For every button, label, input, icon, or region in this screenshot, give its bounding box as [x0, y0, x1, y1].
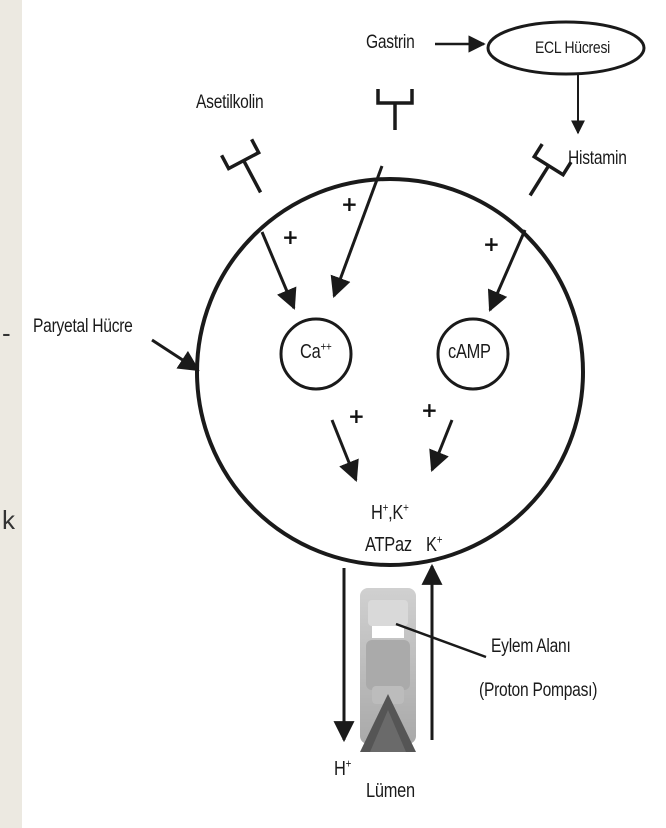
acetylcholine-label: Asetilkolin [196, 92, 263, 114]
gastrin-label: Gastrin [366, 32, 414, 54]
gastrin-stimulation-sign: + [341, 192, 358, 216]
camp-label: cAMP [448, 341, 491, 364]
histamine-receptor [516, 144, 571, 204]
potassium-base: K [426, 534, 437, 556]
acetylcholine-receptor [222, 139, 276, 200]
proton-label: H+ [334, 758, 351, 781]
action-site-line2: (Proton Pompası) [479, 680, 597, 702]
histamine-stimulation-sign: + [483, 232, 500, 256]
calcium-charge: ++ [320, 339, 331, 353]
potassium-charge: + [437, 532, 443, 546]
histamine-label: Histamin [568, 148, 627, 170]
potassium-label: K+ [426, 534, 442, 557]
calcium-label: Ca++ [300, 341, 331, 364]
proton-base: H [334, 758, 346, 780]
calcium-to-atpase-arrow [332, 420, 356, 480]
atpase-sep: ,K [388, 502, 403, 524]
gastrin-receptor [378, 89, 412, 130]
camp-stimulation-sign: + [421, 398, 438, 422]
atpase-h: H [371, 502, 383, 524]
parietal-cell-label: Paryetal Hücre [33, 316, 133, 338]
ecl-cell-label: ECL Hücresi [535, 38, 610, 58]
calcium-base: Ca [300, 341, 320, 363]
action-site-line1: Eylem Alanı [491, 636, 571, 658]
parietal-cell-pointer-arrow [152, 340, 198, 370]
calcium-stimulation-sign: + [348, 404, 365, 428]
proton-pump [360, 588, 416, 752]
atpase-line1: H+,K+ [371, 502, 409, 525]
proton-charge: + [346, 756, 352, 770]
atpase-k-charge: + [403, 500, 409, 514]
atpase-line2: ATPaz [365, 534, 412, 557]
camp-to-atpase-arrow [432, 420, 452, 470]
acetylcholine-stimulation-sign: + [282, 225, 299, 249]
lumen-label: Lümen [366, 780, 415, 803]
